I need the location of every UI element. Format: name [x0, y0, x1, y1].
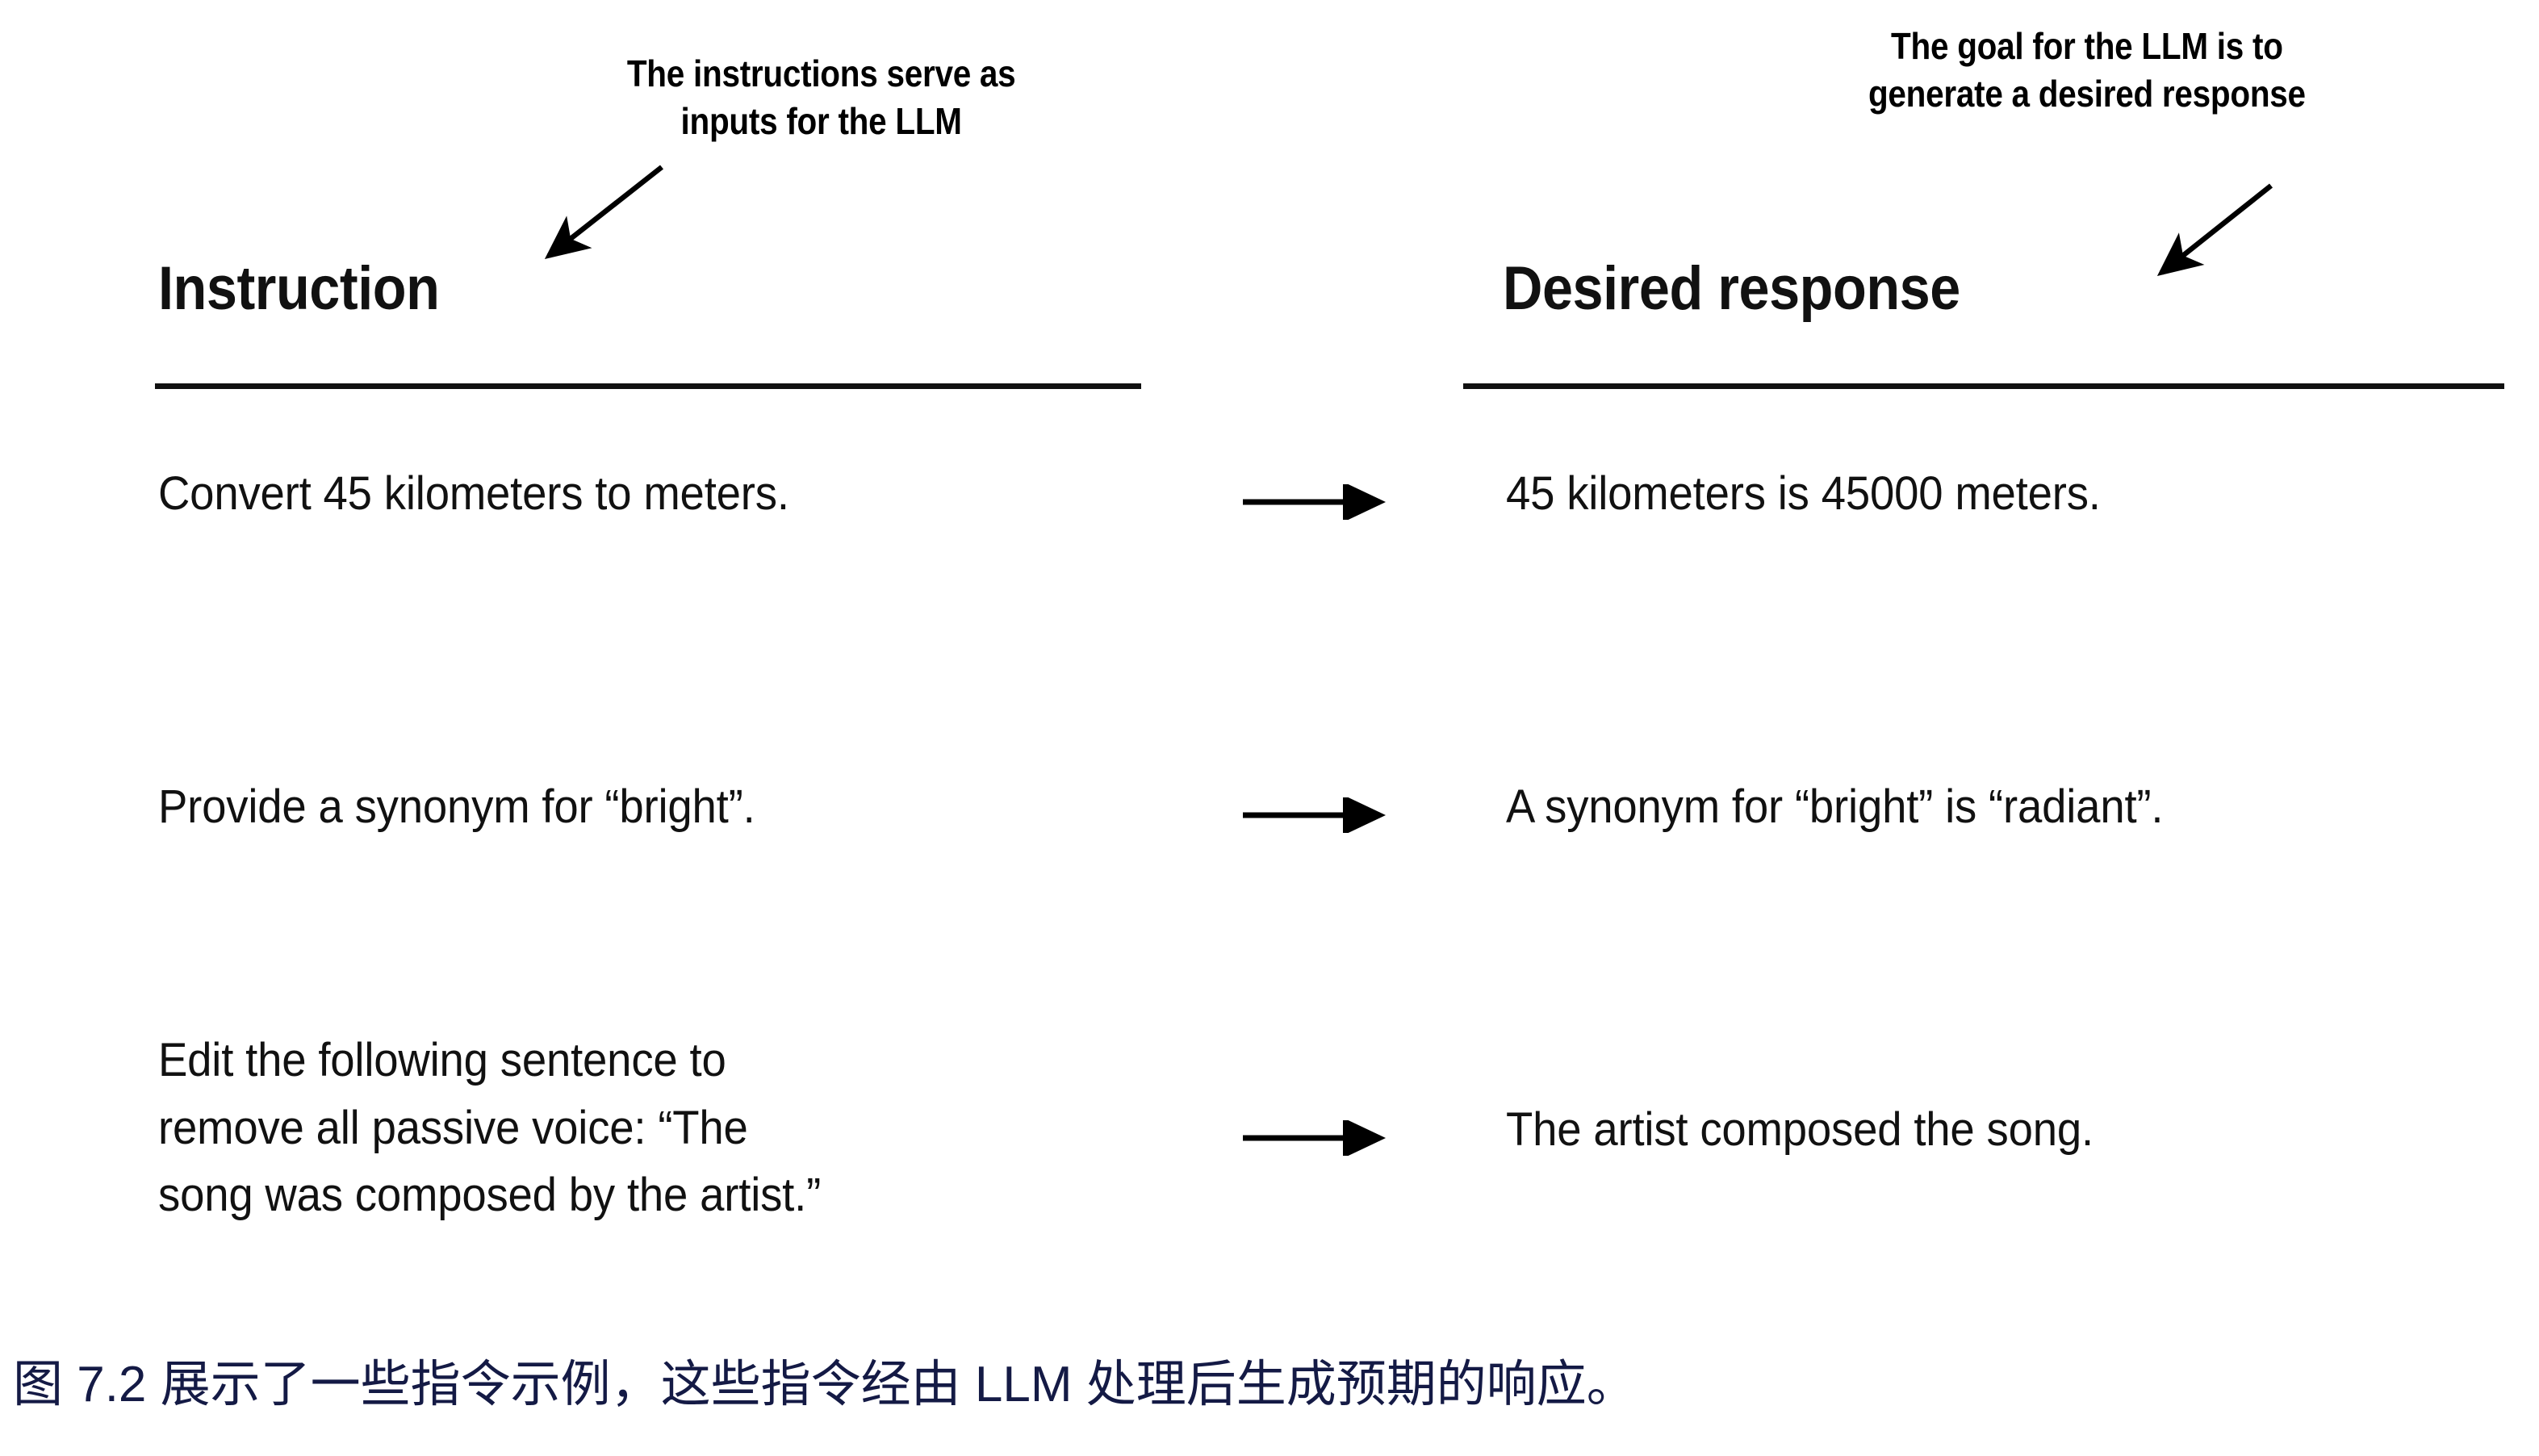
instruction-callout-line-1: The instructions serve as [626, 52, 1016, 94]
header-divider-left [155, 383, 1141, 389]
table-row-response-1: 45 kilometers is 45000 meters. [1506, 467, 2101, 520]
instruction-callout-line-2: inputs for the LLM [680, 99, 962, 142]
instruction-callout: The instructions serve as inputs for the… [627, 50, 1016, 145]
row-arrow-icon-3 [1243, 1120, 1387, 1156]
table-row-response-2: A synonym for “bright” is “radiant”. [1506, 780, 2164, 833]
header-divider-right [1463, 383, 2504, 389]
row-arrow-icon-2 [1243, 797, 1387, 833]
response-callout-line-2: generate a desired response [1868, 72, 2306, 115]
column-header-desired-response: Desired response [1503, 254, 1960, 323]
response-callout-line-1: The goal for the LLM is to [1891, 25, 2283, 67]
figure-caption: 图 7.2 展示了一些指令示例，这些指令经由 LLM 处理后生成预期的响应。 [13, 1357, 1637, 1412]
column-header-instruction: Instruction [158, 254, 440, 323]
instruction-callout-arrow-icon [544, 165, 664, 260]
response-callout-arrow-icon [2156, 183, 2273, 277]
row-arrow-icon-1 [1243, 484, 1387, 520]
table-row-response-3: The artist composed the song. [1506, 1103, 2094, 1156]
table-row-instruction-2: Provide a synonym for “bright”. [158, 780, 755, 833]
table-row-instruction-1: Convert 45 kilometers to meters. [158, 467, 789, 520]
table-row-instruction-3: Edit the following sentence to remove al… [158, 1034, 822, 1222]
response-callout: The goal for the LLM is to generate a de… [1868, 23, 2306, 118]
